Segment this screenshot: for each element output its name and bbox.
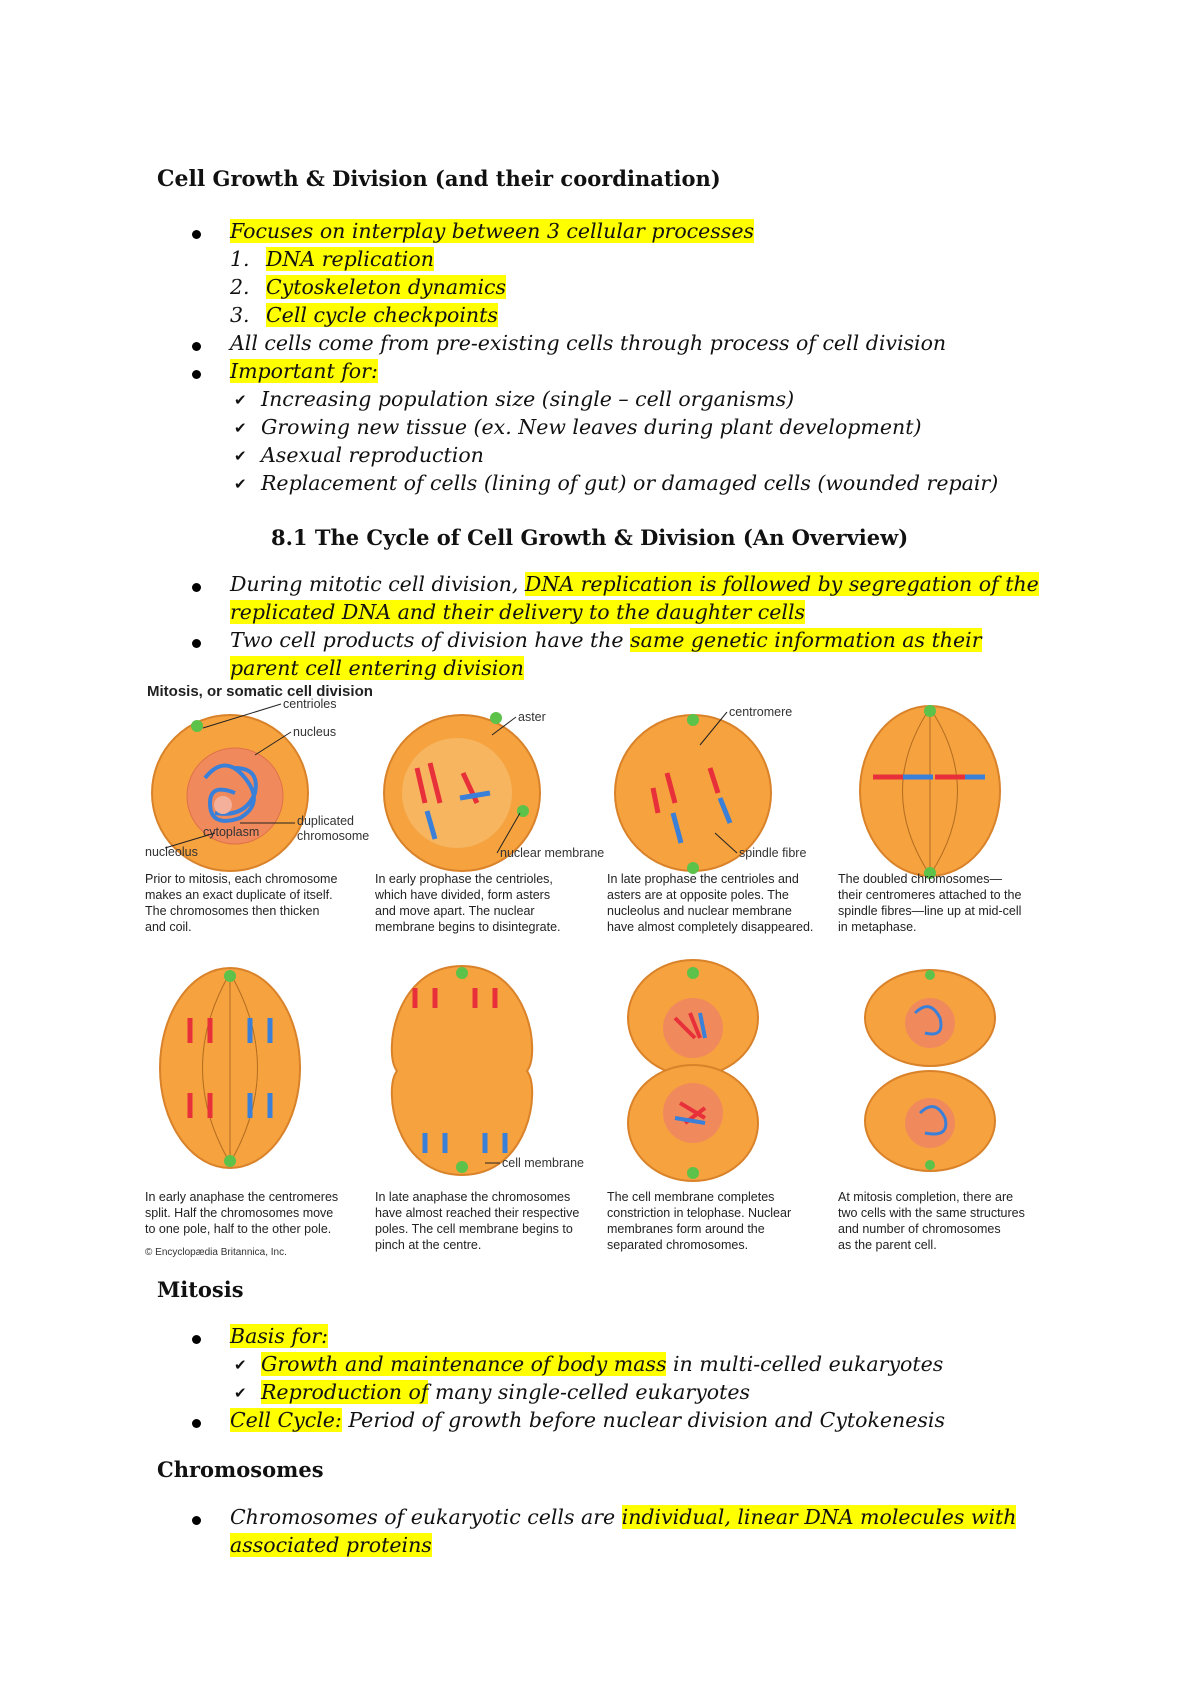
list-item: Chromosomes of eukaryotic cells are indi…	[230, 1505, 1017, 1529]
label-cell-membrane: cell membrane	[502, 1156, 584, 1170]
list-item: Cytoskeleton dynamics	[266, 275, 507, 299]
leader-lines	[164, 703, 738, 854]
figure-title: Mitosis, or somatic cell division	[147, 683, 373, 700]
bullet	[192, 639, 201, 648]
cell-telophase	[627, 959, 759, 1182]
cell-interphase	[151, 714, 309, 872]
check-bullet-icon: ✔	[234, 1356, 247, 1374]
label-nucleus: nucleus	[293, 725, 336, 739]
list-number: 3.	[230, 303, 250, 327]
cell-metaphase	[859, 705, 1001, 879]
label-nucleolus: nucleolus	[145, 845, 198, 859]
caption-2: In early prophase the centrioles,which h…	[374, 872, 561, 934]
list-item: DNA replication	[266, 247, 434, 271]
list-item: Growth and maintenance of body mass in m…	[261, 1352, 944, 1376]
bullet	[192, 230, 201, 239]
list-item-continued: replicated DNA and their delivery to the…	[230, 600, 806, 624]
list-item: Asexual reproduction	[261, 443, 484, 467]
label-nuclear-membrane: nuclear membrane	[500, 846, 604, 860]
cell-late-prophase	[614, 714, 772, 874]
mitosis-figure: Mitosis, or somatic cell division centri…	[145, 683, 1025, 1258]
section-heading-chromosomes: Chromosomes	[157, 1457, 324, 1482]
list-item-continued: associated proteins	[230, 1533, 432, 1557]
label-cytoplasm: cytoplasm	[203, 825, 259, 839]
bullet	[192, 1516, 201, 1525]
cell-early-anaphase	[159, 967, 301, 1169]
list-item: Basis for:	[230, 1324, 329, 1348]
section-heading-mitosis: Mitosis	[157, 1277, 244, 1302]
list-item-continued: parent cell entering division	[230, 656, 524, 680]
check-bullet-icon: ✔	[234, 391, 247, 409]
check-bullet-icon: ✔	[234, 1384, 247, 1402]
list-item: Important for:	[230, 359, 378, 383]
cell-mitosis-complete	[864, 969, 996, 1172]
bullet	[192, 583, 201, 592]
check-bullet-icon: ✔	[234, 419, 247, 437]
label-duplicated: duplicated	[297, 814, 354, 828]
list-item: Growing new tissue (ex. New leaves durin…	[261, 415, 922, 439]
label-spindle-fibre: spindle fibre	[739, 846, 806, 860]
cell-early-prophase	[383, 712, 541, 872]
list-item: Cell Cycle: Period of growth before nucl…	[230, 1408, 945, 1432]
list-item: Two cell products of division have the s…	[230, 628, 982, 652]
figure-credit: © Encyclopædia Britannica, Inc.	[145, 1247, 287, 1258]
label-centromere: centromere	[729, 705, 792, 719]
list-item: Focuses on interplay between 3 cellular …	[230, 219, 754, 243]
list-item: Reproduction of many single-celled eukar…	[261, 1380, 751, 1404]
check-bullet-icon: ✔	[234, 447, 247, 465]
label-chromosome: chromosome	[297, 829, 369, 843]
list-item: Increasing population size (single – cel…	[261, 387, 795, 411]
bullet	[192, 1335, 201, 1344]
cell-late-anaphase	[390, 964, 534, 1177]
bullet	[192, 1419, 201, 1428]
list-number: 2.	[230, 275, 250, 299]
list-item: All cells come from pre-existing cells t…	[230, 331, 947, 355]
list-number: 1.	[230, 247, 250, 271]
list-item: During mitotic cell division, DNA replic…	[230, 572, 1039, 596]
check-bullet-icon: ✔	[234, 475, 247, 493]
page-title: Cell Growth & Division (and their coordi…	[157, 166, 721, 192]
label-centrioles: centrioles	[283, 697, 337, 711]
caption-4: The doubled chromosomes—their centromere…	[838, 872, 1021, 934]
list-item: Cell cycle checkpoints	[266, 303, 498, 327]
section-heading: 8.1 The Cycle of Cell Growth & Division …	[271, 525, 909, 550]
list-item: Replacement of cells (lining of gut) or …	[261, 471, 999, 495]
label-aster: aster	[518, 710, 546, 724]
bullet	[192, 370, 201, 379]
bullet	[192, 342, 201, 351]
